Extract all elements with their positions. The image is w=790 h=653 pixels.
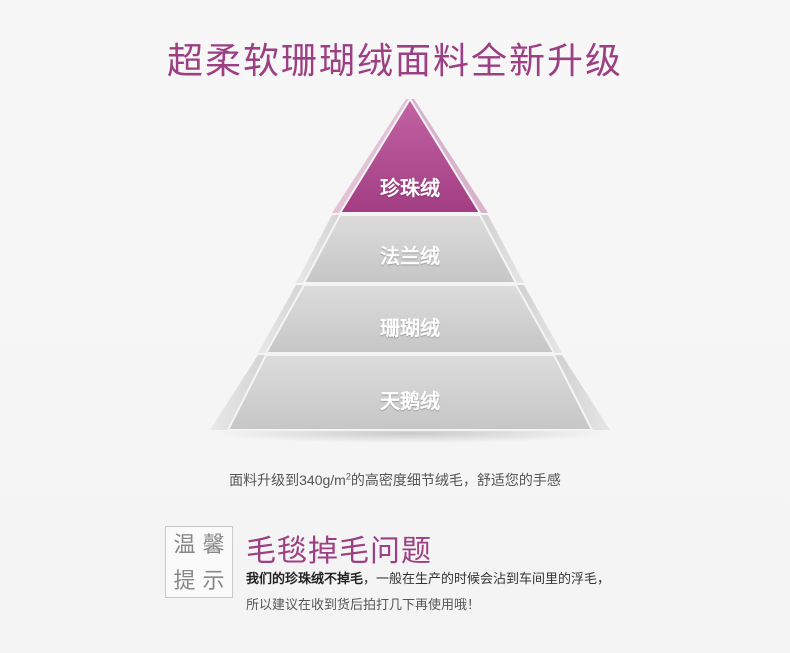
caption: 面料升级到340g/m2的高密度细节绒毛，舒适您的手感 <box>0 470 790 490</box>
tier-4-right-side <box>554 355 610 430</box>
tier-4-label: 天鹅绒 <box>380 389 440 413</box>
page-title: 超柔软珊瑚绒面料全新升级 <box>166 41 623 82</box>
tip-box-char-1: 温 <box>173 533 196 558</box>
tip-line-1-strong: 我们的珍珠绒不掉毛 <box>246 572 364 587</box>
tier-3-left-side <box>258 285 304 353</box>
tip-box-char-4: 示 <box>202 569 225 594</box>
tip-box: 温 馨 提 示 <box>165 526 233 598</box>
tip-line-2: 所以建议在收到货后拍打几下再使用哦！ <box>246 598 481 613</box>
tip-box-char-3: 提 <box>173 569 196 594</box>
tip-title: 毛毯掉毛问题 <box>246 534 432 569</box>
tier-1-left-side <box>332 99 410 213</box>
pyramid-graphic <box>210 97 610 443</box>
tier-2-label: 法兰绒 <box>380 244 440 268</box>
tier-2-right-side <box>480 215 524 283</box>
tier-3-face <box>264 284 556 354</box>
tier-1-label: 珍珠绒 <box>380 176 440 200</box>
caption-text-before: 面料升级到340g/m <box>229 472 346 488</box>
pyramid-diagram: 珍珠绒 法兰绒 珊瑚绒 天鹅绒 <box>210 95 610 445</box>
tier-3-right-side <box>516 285 562 353</box>
tier-4-left-side <box>210 355 266 430</box>
tip-box-char-2: 馨 <box>202 533 225 558</box>
tier-1-face <box>338 97 482 214</box>
tip-line-1: 我们的珍珠绒不掉毛，一般在生产的时候会沾到车间里的浮毛， <box>246 568 610 587</box>
caption-superscript: 2 <box>345 471 351 482</box>
caption-text-after: 的高密度细节绒毛，舒适您的手感 <box>350 472 561 488</box>
tier-2-face <box>302 214 518 284</box>
tip-line-1-rest: ，一般在生产的时候会沾到车间里的浮毛， <box>363 572 611 587</box>
tier-4-face <box>226 354 594 431</box>
tier-3-label: 珊瑚绒 <box>380 316 440 340</box>
tier-2-left-side <box>296 215 340 283</box>
tier-1-right-side <box>410 99 488 213</box>
